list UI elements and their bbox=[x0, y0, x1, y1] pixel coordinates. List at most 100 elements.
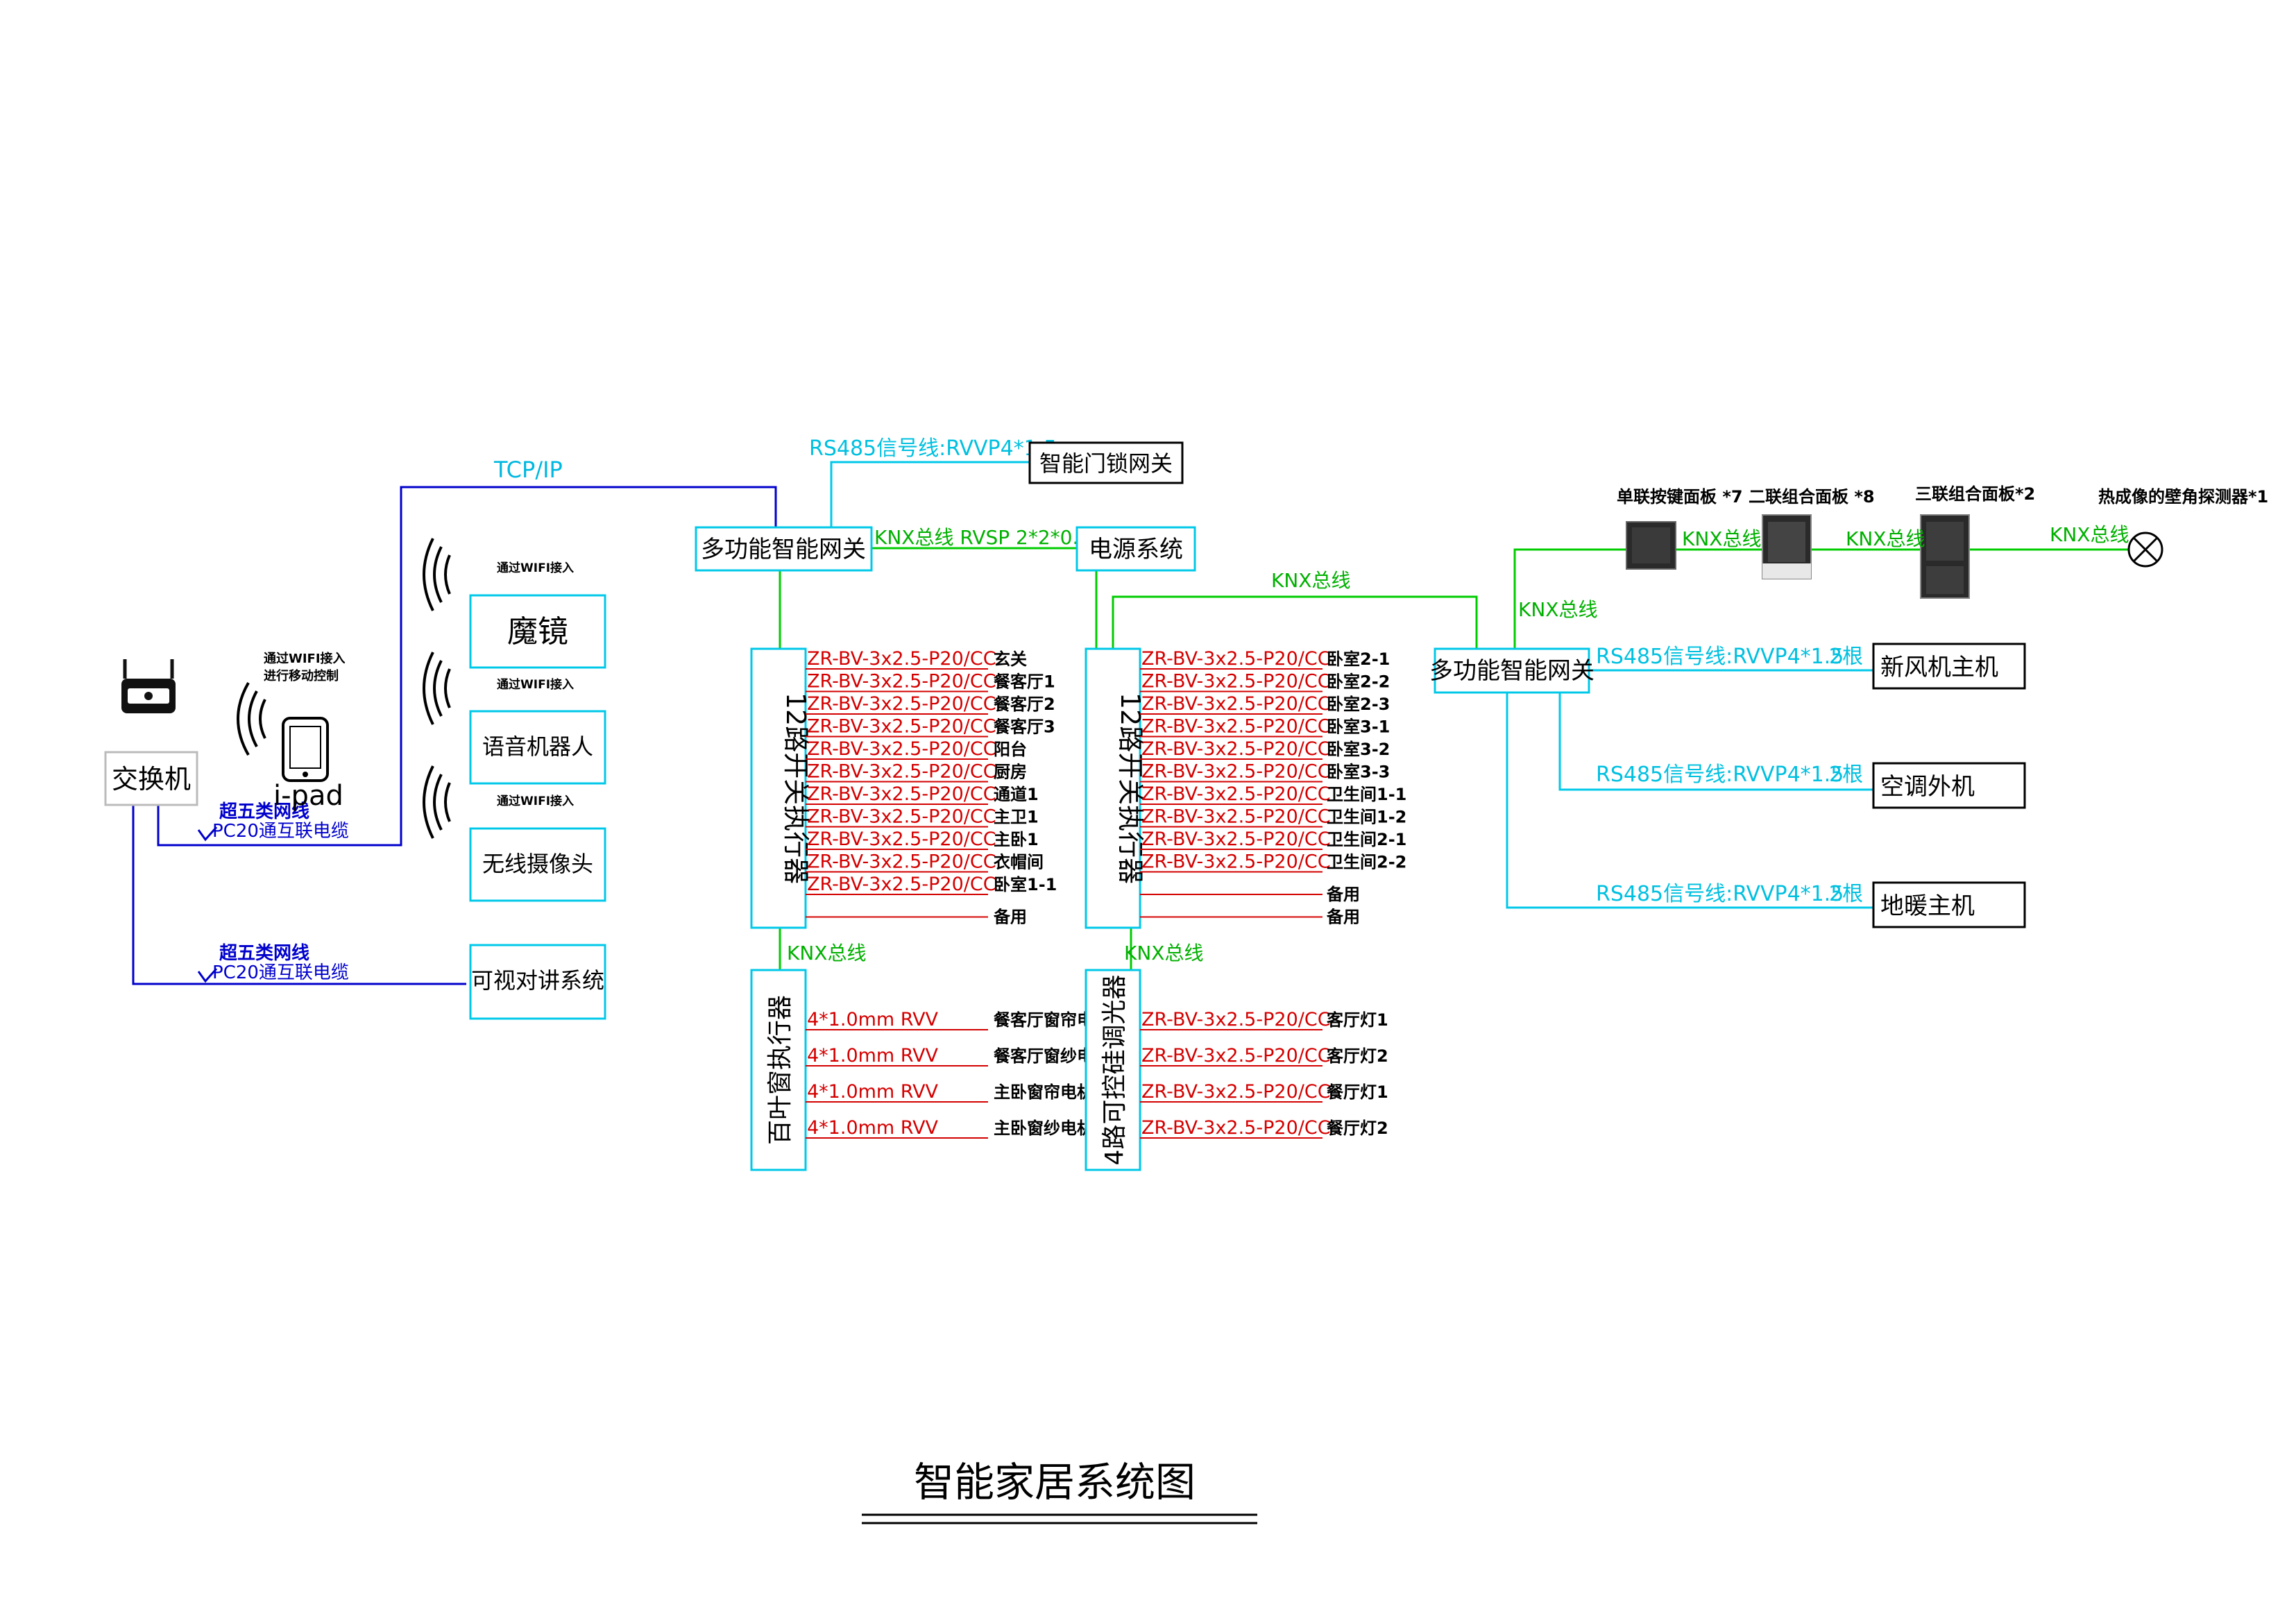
dimmer-row-destination: 餐厅灯1 bbox=[1327, 1082, 1388, 1102]
curtain-row-destination: 主卧窗帘电机 bbox=[994, 1082, 1094, 1102]
switch-a-row-destination: 玄关 bbox=[994, 649, 1027, 669]
curtain-actuator-label: 百叶窗执行器 bbox=[766, 995, 794, 1145]
switch-b-row-cable: ZR-BV-3x2.5-P20/CC bbox=[1141, 761, 1331, 783]
ipad-note-1: 通过WIFI接入 bbox=[264, 651, 346, 666]
magic-mirror-label: 魔镜 bbox=[507, 614, 568, 649]
switch-b-row-destination: 备用 bbox=[1326, 885, 1360, 904]
panel-label-4: 热成像的壁角探测器*1 bbox=[2098, 487, 2268, 507]
switch-a-row-destination: 主卧1 bbox=[994, 830, 1039, 849]
router-icon bbox=[121, 659, 176, 713]
switch-b-row-cable: ZR-BV-3x2.5-P20/CC bbox=[1141, 783, 1331, 805]
gateway1-label: 多功能智能网关 bbox=[701, 536, 866, 563]
switch-b-row-cable: ZR-BV-3x2.5-P20/CC bbox=[1141, 738, 1331, 760]
wireless-camera-box[interactable] bbox=[469, 827, 606, 902]
switch-a-row-cable: ZR-BV-3x2.5-P20/CC bbox=[807, 648, 996, 670]
curtain-row-cable: 4*1.0mm RVV bbox=[807, 1081, 939, 1103]
switch-b-row-destination: 备用 bbox=[1326, 908, 1360, 927]
switch-a-row-destination: 卧室1-1 bbox=[994, 875, 1057, 894]
curtain-row-cable: 4*1.0mm RVV bbox=[807, 1009, 939, 1030]
switch-actuator-a-rows: ZR-BV-3x2.5-P20/CC玄关ZR-BV-3x2.5-P20/CC餐客… bbox=[806, 648, 1057, 927]
switch-b-row-cable: ZR-BV-3x2.5-P20/CC bbox=[1141, 671, 1331, 692]
panel-device-icon bbox=[1762, 514, 1812, 579]
floor-heating-box[interactable] bbox=[1872, 881, 2026, 928]
switch-b-row-destination: 卫生间1-2 bbox=[1327, 808, 1406, 827]
panel-device-icon bbox=[1920, 514, 1970, 599]
knx-bus-label-a: KNX总线 bbox=[787, 942, 867, 965]
tablet-icon[interactable] bbox=[282, 717, 329, 782]
curtain-row-destination: 主卧窗纱电机 bbox=[994, 1119, 1094, 1138]
switch-b-row-destination: 卫生间2-1 bbox=[1327, 830, 1406, 849]
switch-a-row-cable: ZR-BV-3x2.5-P20/CC bbox=[807, 693, 996, 715]
door-lock-gateway-label: 智能门锁网关 bbox=[1039, 450, 1173, 477]
panel-label-1: 单联按键面板 *7 bbox=[1617, 487, 1743, 507]
cable-tick-1 bbox=[197, 826, 218, 842]
video-intercom-box[interactable] bbox=[469, 944, 606, 1020]
switch-b-row-destination: 卧室3-2 bbox=[1327, 740, 1390, 759]
door-lock-gateway-box[interactable] bbox=[1028, 441, 1184, 484]
switch-actuator-a-box[interactable] bbox=[750, 647, 807, 929]
ipad-note-2: 进行移动控制 bbox=[264, 668, 339, 683]
power-system-box[interactable] bbox=[1075, 526, 1196, 572]
fresh-air-box[interactable] bbox=[1872, 643, 2026, 690]
dimmer-row-destination: 客厅灯2 bbox=[1327, 1046, 1388, 1066]
dimmer-box[interactable] bbox=[1085, 969, 1141, 1171]
voice-robot-label: 语音机器人 bbox=[482, 733, 593, 760]
switch-b-row-cable: ZR-BV-3x2.5-P20/CC bbox=[1141, 693, 1331, 715]
diagram-title: 智能家居系统图 bbox=[914, 1459, 1196, 1506]
switch-b-row-cable: ZR-BV-3x2.5-P20/CC bbox=[1141, 648, 1331, 670]
switch-a-row-destination: 餐客厅2 bbox=[994, 695, 1055, 714]
video-intercom-label: 可视对讲系统 bbox=[471, 967, 604, 994]
dimmer-row-cable: ZR-BV-3x2.5-P20/CC bbox=[1141, 1045, 1331, 1067]
dimmer-label: 4路可控硅调光器 bbox=[1100, 975, 1129, 1166]
knx-bus-label-g2: KNX总线 bbox=[1518, 598, 1598, 621]
curtain-row-cable: 4*1.0mm RVV bbox=[807, 1117, 939, 1139]
switch-b-row-destination: 卧室3-1 bbox=[1327, 717, 1390, 737]
rs485-count-2: 2根 bbox=[1829, 763, 1863, 787]
cable-note-2: PC20通互联电缆 bbox=[212, 821, 349, 842]
gateway2-label: 多功能智能网关 bbox=[1429, 657, 1595, 685]
switch-a-row-cable: ZR-BV-3x2.5-P20/CC bbox=[807, 716, 996, 738]
switch-actuator-b-label: 12路开关执行器 bbox=[1115, 692, 1146, 884]
ac-outdoor-label: 空调外机 bbox=[1880, 773, 1975, 801]
power-system-label: 电源系统 bbox=[1089, 536, 1183, 563]
tcp-ip-network bbox=[132, 486, 777, 985]
tcp-ip-label: TCP/IP bbox=[493, 457, 563, 483]
wifi-signal-icon bbox=[237, 682, 266, 756]
switch-a-row-cable: ZR-BV-3x2.5-P20/CC bbox=[807, 738, 996, 760]
ac-outdoor-box[interactable] bbox=[1872, 762, 2026, 809]
switch-box[interactable] bbox=[104, 751, 198, 806]
panel-label-3: 三联组合面板*2 bbox=[1915, 484, 2035, 504]
switch-a-row-destination: 备用 bbox=[993, 908, 1027, 927]
voice-robot-box[interactable] bbox=[469, 710, 606, 785]
panel-label-2: 二联组合面板 *8 bbox=[1749, 487, 1875, 507]
switch-label: 交换机 bbox=[112, 764, 191, 794]
panel-devices bbox=[1626, 514, 2163, 599]
rs485-count-3: 2根 bbox=[1829, 882, 1863, 906]
switch-b-row-destination: 卫生间2-2 bbox=[1327, 853, 1406, 872]
rs485-door-label: RS485信号线:RVVP4*1.5 bbox=[809, 436, 1057, 461]
curtain-row-cable: 4*1.0mm RVV bbox=[807, 1045, 939, 1067]
switch-a-row-cable: ZR-BV-3x2.5-P20/CC bbox=[807, 874, 996, 895]
panel-device-icon bbox=[1626, 521, 1676, 570]
fresh-air-label: 新风机主机 bbox=[1880, 654, 1998, 681]
rs485-cable-1: RS485信号线:RVVP4*1.5 bbox=[1596, 645, 1844, 669]
magic-mirror-box[interactable] bbox=[469, 594, 606, 669]
gateway2-box[interactable] bbox=[1434, 647, 1590, 694]
switch-actuator-b-box[interactable] bbox=[1085, 647, 1141, 929]
rs485-count-1: 2根 bbox=[1829, 645, 1863, 669]
switch-actuator-b-rows: ZR-BV-3x2.5-P20/CC卧室2-1ZR-BV-3x2.5-P20/C… bbox=[1140, 648, 1406, 927]
switch-a-row-cable: ZR-BV-3x2.5-P20/CC bbox=[807, 851, 996, 873]
sensor-icon bbox=[2127, 532, 2163, 568]
cable-note-1: 超五类网线 bbox=[219, 801, 309, 822]
switch-a-row-cable: ZR-BV-3x2.5-P20/CC bbox=[807, 671, 996, 692]
wifi-note-robot: 通过WIFI接入 bbox=[497, 677, 574, 692]
wifi-note-camera: 通过WIFI接入 bbox=[497, 794, 574, 808]
switch-b-row-cable: ZR-BV-3x2.5-P20/CC bbox=[1141, 806, 1331, 828]
gateway1-box[interactable] bbox=[695, 526, 873, 572]
wifi-note-mirror: 通过WIFI接入 bbox=[497, 561, 574, 575]
curtain-actuator-box[interactable] bbox=[750, 969, 807, 1171]
switch-a-row-destination: 阳台 bbox=[994, 740, 1027, 759]
cable-note-3: 超五类网线 bbox=[219, 943, 309, 964]
switch-a-row-cable: ZR-BV-3x2.5-P20/CC bbox=[807, 783, 996, 805]
